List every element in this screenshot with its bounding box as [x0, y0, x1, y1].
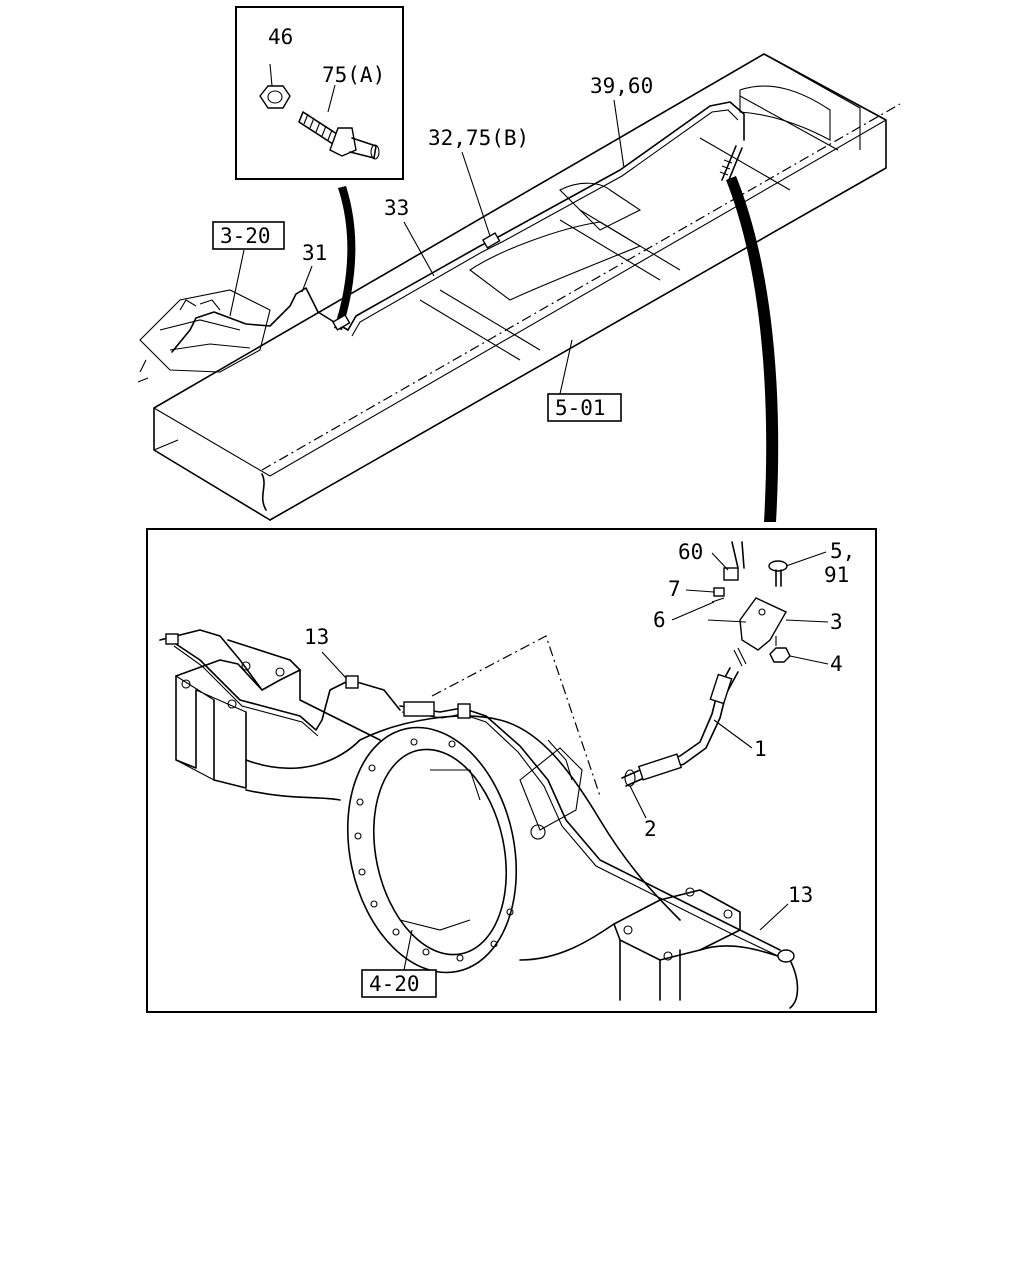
ref-5-01: 5-01: [555, 396, 606, 420]
label-7: 7: [668, 577, 681, 601]
label-6: 6: [653, 608, 666, 632]
label-31: 31: [302, 241, 327, 265]
fitting-drawing: [298, 84, 380, 160]
detail-leader-curve: [726, 176, 779, 522]
label-4: 4: [830, 652, 843, 676]
label-13-right: 13: [788, 883, 813, 907]
label-13-left: 13: [304, 625, 329, 649]
label-46: 46: [268, 25, 293, 49]
hex-nut-drawing: [259, 63, 291, 109]
label-91: 91: [824, 563, 849, 587]
inset-leader-curve: [334, 186, 356, 330]
inset-detail: 46 75(A): [235, 6, 404, 180]
lower-labels: 60 7 6 5, 91 3 4 1 2 13 13 4-20: [304, 539, 855, 998]
upper-frame-drawing: [137, 53, 901, 521]
label-5: 5,: [830, 539, 855, 563]
hose-assembly: [621, 541, 791, 787]
ref-4-20: 4-20: [369, 972, 420, 996]
label-60: 60: [678, 540, 703, 564]
label-3: 3: [830, 610, 843, 634]
label-75a: 75(A): [322, 63, 385, 87]
axle-brake-pipes: [165, 633, 795, 963]
frame-brake-pipe: [171, 101, 745, 353]
lower-detail-box: [146, 528, 877, 1013]
ref-3-20: 3-20: [220, 224, 271, 248]
label-2: 2: [644, 817, 657, 841]
label-32-75b: 32,75(B): [428, 126, 529, 150]
bolt-holes: [354, 738, 514, 962]
label-39-60: 39,60: [590, 74, 653, 98]
label-1: 1: [754, 737, 767, 761]
label-33: 33: [384, 196, 409, 220]
upper-labels: 39,60 32,75(B) 33 31 3-20 5-01: [212, 74, 653, 422]
